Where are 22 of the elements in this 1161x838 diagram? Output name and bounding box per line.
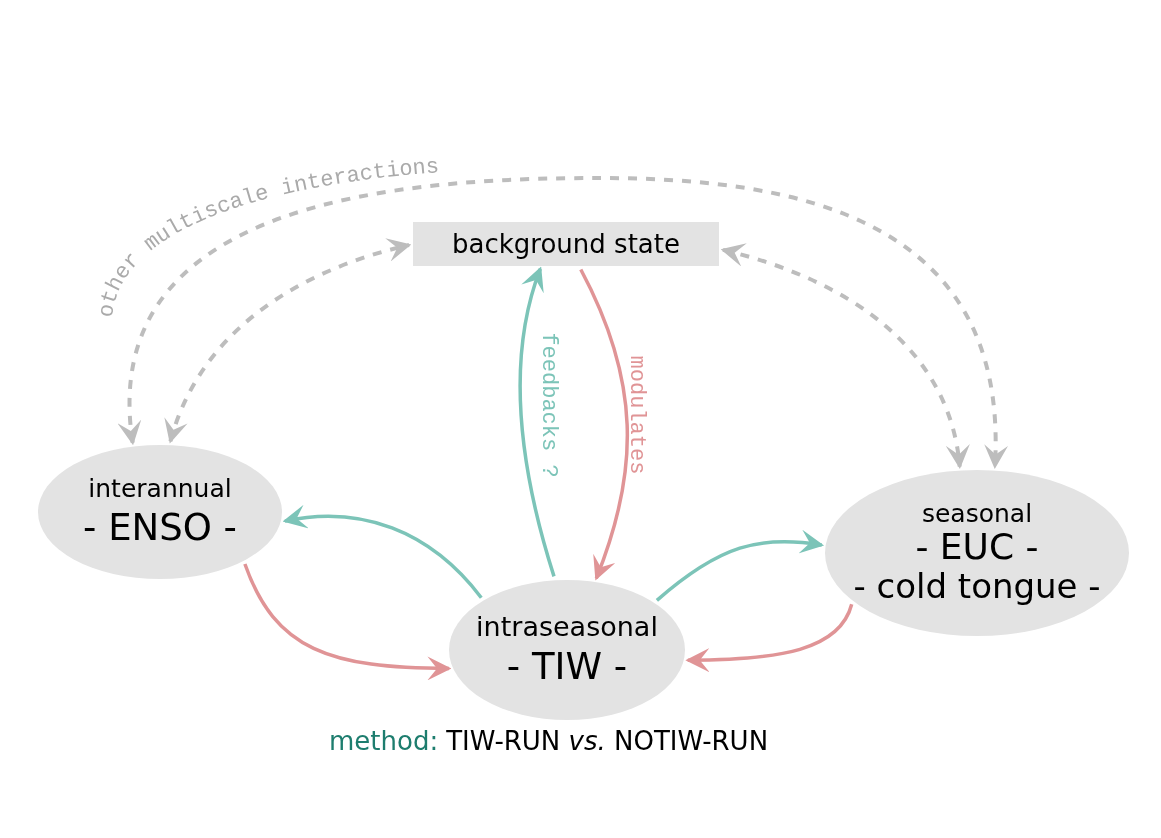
dashed-arrow	[720, 243, 969, 469]
node-text: - TIW -	[506, 643, 628, 690]
curved-arrow	[243, 563, 452, 681]
node-text: seasonal	[921, 498, 1033, 530]
node-text: intraseasonal	[476, 610, 658, 644]
node-text: interannual	[88, 473, 232, 505]
edge-label: feedbacks ?	[537, 332, 559, 478]
label-box	[413, 222, 719, 266]
dashed-arrow	[165, 238, 412, 444]
caption-text: TIW-RUN vs. NOTIW-RUN	[446, 728, 769, 754]
curved-arrow	[579, 268, 629, 581]
caption-text: method:	[329, 728, 439, 754]
node-text: - cold tongue -	[853, 565, 1101, 608]
node-text: - ENSO -	[83, 504, 237, 551]
node-text: - EUC -	[915, 529, 1039, 566]
dashed-arrow	[119, 176, 1007, 469]
curved-arrow	[282, 505, 483, 599]
curved-arrow	[518, 266, 556, 577]
curved-arrow	[655, 530, 825, 602]
curved-arrow	[685, 603, 854, 672]
edge-label: modulates	[625, 355, 647, 475]
node-text: background state	[452, 231, 680, 257]
